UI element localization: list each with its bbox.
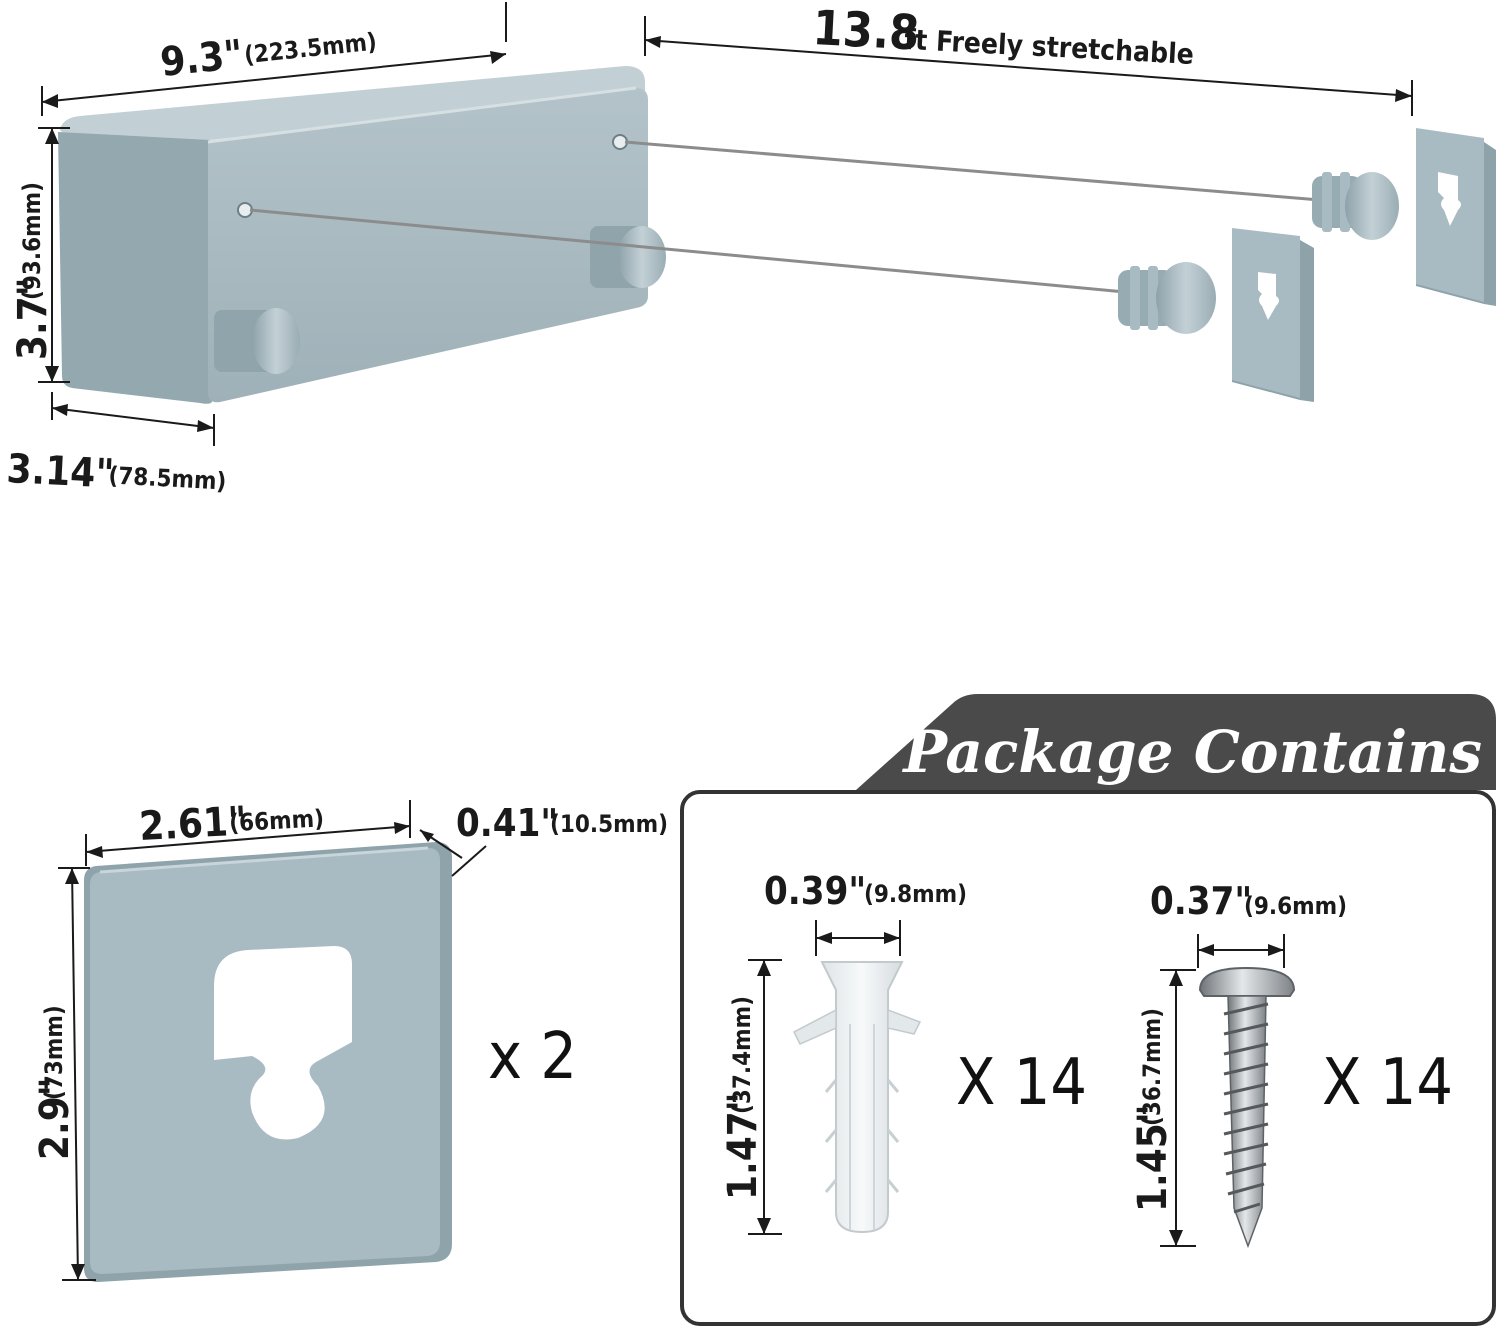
- dimension-height-plate: 2.9" (73mm): [32, 867, 96, 1281]
- lock-knob-left: [214, 308, 300, 374]
- package-title-tab: [856, 694, 1496, 790]
- package-title: The Package Contains: [761, 718, 1482, 786]
- main-height-inches: 3.7": [10, 278, 56, 361]
- dimension-width-plate: 2.61" (66mm): [85, 798, 411, 866]
- wall-plate-large: [84, 842, 452, 1282]
- main-depth-mm: (78.5mm): [108, 461, 227, 495]
- retractable-line-housing: [58, 66, 666, 404]
- dimension-width-main: 9.3" (223.5mm): [41, 2, 507, 116]
- dimension-height-main: 3.7" (93.6mm): [10, 127, 70, 383]
- anchor-width-inches: 0.39": [764, 869, 866, 913]
- main-depth-inches: 3.14": [5, 446, 115, 498]
- plate-thickness-mm: (10.5mm): [550, 810, 668, 838]
- dimension-stretch-length: 13.8 ft Freely stretchable: [644, 0, 1413, 116]
- screw-width-inches: 0.37": [1150, 879, 1252, 923]
- main-width-mm: (223.5mm): [243, 27, 378, 69]
- dimension-width-screw: 0.37" (9.6mm): [1150, 879, 1347, 968]
- screw: [1198, 966, 1296, 1249]
- anchor-quantity: X 14: [956, 1046, 1087, 1120]
- lock-knob-right: [590, 226, 666, 288]
- plate-height-inches: 2.9": [32, 1078, 78, 1161]
- screw-length-mm: (36.7mm): [1138, 1008, 1166, 1126]
- main-width-inches: 9.3": [158, 32, 245, 86]
- plate-width-mm: (66mm): [229, 804, 325, 837]
- screw-length-inches: 1.45": [1130, 1104, 1176, 1212]
- screw-quantity: X 14: [1322, 1046, 1453, 1120]
- wall-plate-small-2: [1416, 128, 1496, 306]
- wall-plate-small-1: [1232, 228, 1314, 402]
- wire-end-hook-lower: [1118, 262, 1216, 334]
- dimension-depth-main: 3.14" (78.5mm): [5, 392, 227, 498]
- dimension-length-anchor: 1.47" (37.4mm): [720, 959, 782, 1235]
- anchor-width-mm: (9.8mm): [864, 880, 967, 908]
- screw-width-mm: (9.6mm): [1244, 892, 1347, 920]
- retractable-wire-upper: [624, 140, 1321, 202]
- wall-anchor: [793, 961, 922, 1234]
- anchor-length-inches: 1.47": [720, 1092, 766, 1200]
- dimension-thickness-plate: 0.41" (10.5mm): [419, 801, 668, 877]
- plate-thickness-inches: 0.41": [456, 801, 558, 845]
- plate-width-inches: 2.61": [138, 798, 248, 850]
- package-contents-panel: The Package Contains: [680, 694, 1496, 1326]
- dimension-width-anchor: 0.39" (9.8mm): [764, 869, 967, 956]
- plate-quantity: x 2: [488, 1020, 577, 1094]
- wire-end-hook-upper: [1312, 172, 1399, 240]
- stretch-length-value: 13.8: [811, 0, 920, 61]
- anchor-length-mm: (37.4mm): [728, 996, 756, 1114]
- plate-height-mm: (73mm): [40, 1005, 68, 1100]
- retractable-wire-lower: [249, 208, 1126, 294]
- stretch-length-text: ft Freely stretchable: [904, 23, 1195, 71]
- main-height-mm: (93.6mm): [18, 182, 46, 300]
- dimension-length-screw: 1.45" (36.7mm): [1130, 969, 1196, 1247]
